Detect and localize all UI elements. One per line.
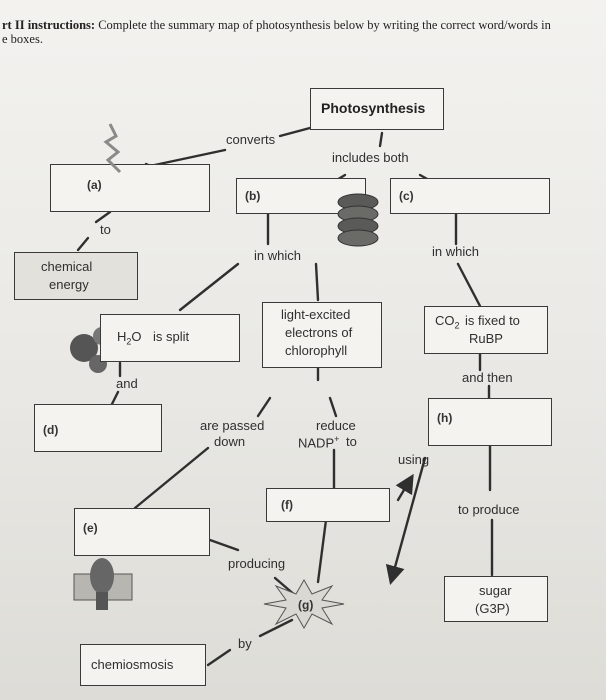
blank-label-b: (b)	[245, 189, 261, 203]
label-are-passed-line2: down	[214, 434, 246, 449]
label-converts: converts	[226, 132, 276, 147]
co2-formula: CO2	[435, 313, 460, 331]
label-to: to	[100, 222, 111, 237]
instructions-text: Complete the summary map of photosynthes…	[98, 18, 551, 32]
label-includes-both: includes both	[332, 150, 409, 165]
co2-fixed-line2: RuBP	[469, 331, 503, 346]
blank-label-a: (a)	[87, 178, 102, 192]
instructions: rt II instructions: Complete the summary…	[2, 18, 602, 46]
atp-synthase-icon	[73, 558, 133, 610]
sugar-line2: (G3P)	[475, 601, 510, 616]
light-excited-line1: light-excited	[281, 307, 351, 322]
label-using: using	[398, 452, 430, 467]
label-to-produce: to produce	[458, 502, 520, 517]
instructions-line2: e boxes.	[2, 32, 43, 46]
blank-label-c: (c)	[399, 189, 414, 203]
blank-label-e: (e)	[83, 521, 98, 535]
co2-fixed-box: CO2 is fixed to RuBP	[424, 306, 548, 354]
label-and: and	[116, 376, 138, 391]
photosynthesis-title: Photosynthesis	[321, 100, 426, 116]
light-excited-line2: electrons of	[285, 325, 353, 340]
light-excited-electrons-box: light-excited electrons of chlorophyll	[262, 302, 382, 368]
label-and-then: and then	[462, 370, 513, 385]
instructions-lead: rt II instructions:	[2, 18, 96, 32]
chemical-energy-line1: chemical	[41, 259, 93, 274]
label-producing: producing	[228, 556, 286, 571]
blank-box-a[interactable]: (a)	[50, 164, 210, 212]
label-nadp: NADP+	[298, 434, 340, 451]
blank-label-h: (h)	[437, 411, 453, 425]
blank-box-h[interactable]: (h)	[428, 398, 552, 446]
chemical-energy-line2: energy	[49, 277, 89, 292]
light-squiggle-icon	[103, 123, 122, 174]
label-in-which-left: in which	[254, 248, 301, 263]
thylakoid-stack-icon	[337, 193, 379, 247]
light-excited-line3: chlorophyll	[285, 343, 348, 358]
label-by: by	[238, 636, 252, 651]
blank-label-f: (f)	[281, 498, 293, 512]
label-reduce: reduce	[316, 418, 356, 433]
chemical-energy-box: chemical energy	[14, 252, 138, 300]
label-in-which-right: in which	[432, 244, 479, 259]
photosynthesis-box: Photosynthesis	[310, 88, 444, 130]
h2o-formula: H2O	[117, 329, 142, 347]
blank-label-d: (d)	[43, 423, 59, 437]
sugar-line1: sugar	[479, 583, 512, 598]
blank-label-g: (g)	[298, 598, 314, 612]
blank-starburst-g[interactable]	[262, 578, 346, 630]
blank-box-f[interactable]: (f)	[266, 488, 390, 522]
chemiosmosis-text: chemiosmosis	[91, 657, 174, 672]
sugar-box: sugar (G3P)	[444, 576, 548, 622]
blank-box-d[interactable]: (d)	[34, 404, 162, 452]
chemiosmosis-box: chemiosmosis	[80, 644, 206, 686]
h2o-split-box: H2O is split	[100, 314, 240, 362]
label-nadp-to: to	[346, 434, 357, 449]
label-are-passed-line1: are passed	[200, 418, 265, 433]
h2o-split-text: is split	[153, 329, 190, 344]
co2-fixed-line1: is fixed to	[465, 313, 520, 328]
blank-box-c[interactable]: (c)	[390, 178, 550, 214]
blank-box-e[interactable]: (e)	[74, 508, 210, 556]
